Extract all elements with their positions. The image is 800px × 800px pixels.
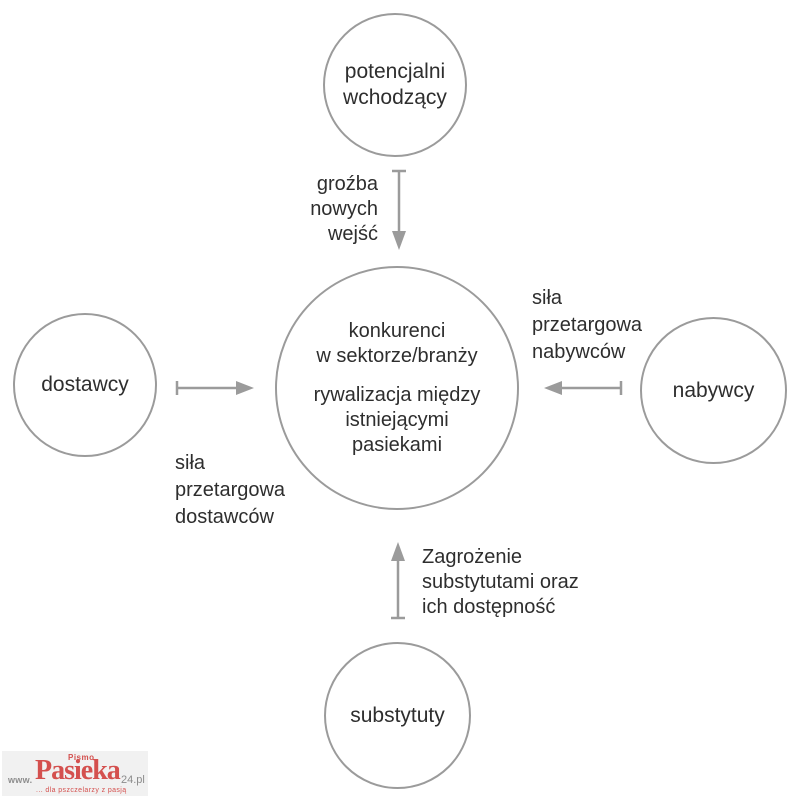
- logo-domain-suffix: 24.pl: [121, 774, 145, 786]
- node-buyers: nabywcy: [640, 317, 787, 464]
- logo-name: Pasieka: [35, 755, 121, 786]
- node-potential-entrants: potencjalni wchodzący: [323, 13, 467, 157]
- center-node-line-competitors: konkurenci w sektorze/branży: [316, 319, 478, 367]
- logo-pismo-label: Pismo: [68, 753, 95, 762]
- node-industry-competitors: konkurenci w sektorze/branży rywalizacja…: [275, 266, 519, 510]
- arrowhead-left-icon: [544, 381, 562, 395]
- label-suppliers-bargaining-power: siła przetargowa dostawców: [175, 452, 286, 528]
- arrowhead-down-icon: [392, 231, 406, 250]
- pasieka-logo: www. Pismo Pasieka 24.pl ... dla pszczel…: [2, 751, 148, 796]
- arrowhead-up-icon: [391, 542, 405, 561]
- arrow-buyers-power: [544, 381, 623, 395]
- arrow-substitutes-threat: [391, 542, 405, 620]
- logo-www-prefix: www.: [8, 775, 33, 785]
- node-suppliers: dostawcy: [13, 313, 157, 457]
- label-buyers-bargaining-power: siła przetargowa nabywców: [532, 287, 643, 363]
- node-substitutes: substytuty: [324, 642, 471, 789]
- arrowhead-right-icon: [236, 381, 254, 395]
- label-substitutes-threat: Zagrożenie substytutami oraz ich dostępn…: [422, 546, 579, 618]
- label-threat-of-new-entries: groźba nowych wejść: [310, 173, 378, 245]
- arrow-suppliers-power: [175, 381, 254, 395]
- logo-tagline: ... dla pszczelarzy z pasją: [36, 787, 127, 794]
- center-node-line-rivalry: rywalizacja między istniejącymi pasiekam…: [313, 383, 481, 456]
- arrow-threat-of-new-entries: [392, 169, 406, 250]
